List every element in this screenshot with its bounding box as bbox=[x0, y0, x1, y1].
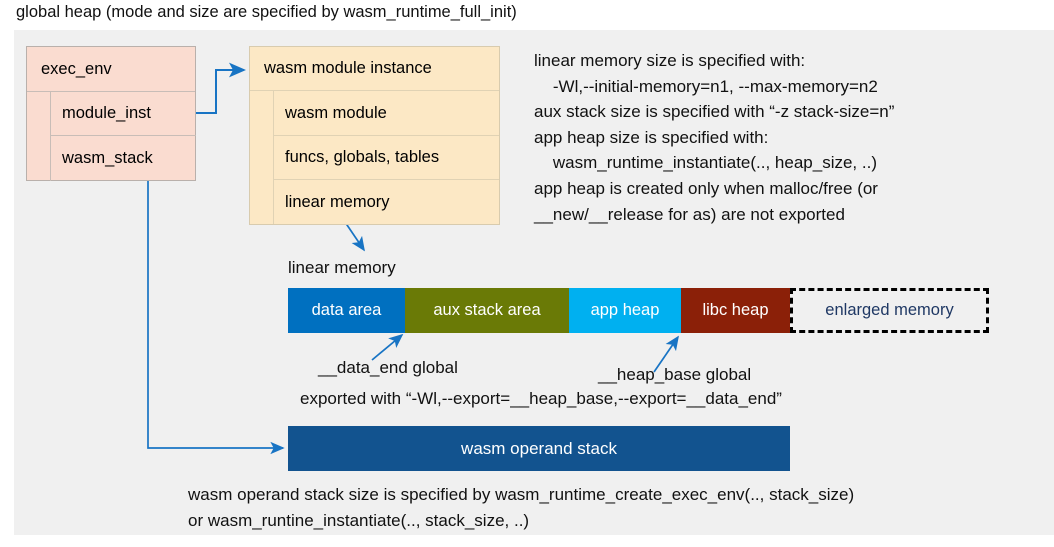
exec-env-row-module-inst[interactable]: module_inst bbox=[51, 92, 196, 136]
wasm-operand-stack-box[interactable]: wasm operand stack bbox=[288, 426, 790, 471]
wmi-row-funcs-globals-tables[interactable]: funcs, globals, tables bbox=[274, 136, 499, 180]
annotation-data-end: __data_end global bbox=[318, 358, 458, 377]
connector-wasm-stack bbox=[147, 181, 285, 455]
wasm-module-instance-box[interactable]: wasm module instance wasm module funcs, … bbox=[249, 46, 500, 225]
segment-aux-stack-area[interactable]: aux stack area bbox=[405, 288, 569, 333]
segment-data-area[interactable]: data area bbox=[288, 288, 405, 333]
exec-env-gutter bbox=[27, 92, 51, 181]
annotation-exported-with: exported with “-Wl,--export=__heap_base,… bbox=[300, 389, 782, 408]
memory-config-notes: linear memory size is specified with: -W… bbox=[534, 51, 895, 224]
exec-env-row-wasm-stack[interactable]: wasm_stack bbox=[62, 149, 153, 167]
page-title: global heap (mode and size are specified… bbox=[16, 3, 517, 21]
operand-stack-notes: wasm operand stack size is specified by … bbox=[188, 485, 855, 530]
linear-memory-label: linear memory bbox=[288, 258, 396, 277]
wmi-row-linear-memory[interactable]: linear memory bbox=[285, 192, 390, 211]
wasm-module-instance-gutter bbox=[250, 91, 274, 224]
wmi-row-wasm-module[interactable]: wasm module bbox=[274, 91, 499, 136]
segment-enlarged-memory[interactable]: enlarged memory bbox=[790, 288, 989, 333]
segment-libc-heap[interactable]: libc heap bbox=[681, 288, 790, 333]
wasm-module-instance-header: wasm module instance bbox=[250, 47, 499, 91]
connector-heap-base bbox=[653, 335, 679, 373]
exec-env-header: exec_env bbox=[27, 47, 195, 92]
annotation-heap-base: __heap_base global bbox=[598, 365, 752, 384]
connector-module-inst bbox=[182, 62, 246, 114]
segment-app-heap[interactable]: app heap bbox=[569, 288, 681, 333]
connector-linear-memory bbox=[344, 221, 365, 252]
exec-env-box[interactable]: exec_env module_inst wasm_stack bbox=[26, 46, 196, 181]
connector-data-end bbox=[371, 333, 404, 361]
